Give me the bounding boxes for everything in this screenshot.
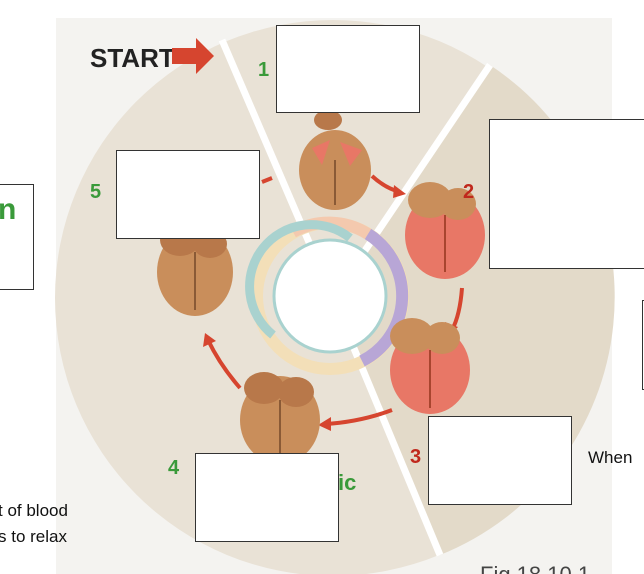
start-label: START [90, 43, 175, 73]
stage-number-3: 3 [410, 446, 421, 468]
cycle-arrowhead [203, 333, 216, 347]
left-partial-box: n [0, 184, 34, 290]
right-text-fragment: When [588, 448, 633, 467]
stage-number-4: 4 [168, 457, 180, 479]
start-arrow-icon [172, 38, 214, 74]
stage-number-2: 2 [463, 181, 474, 203]
right-partial-box [642, 300, 644, 390]
heart-illustration-stage-1 [299, 110, 371, 210]
heart-illustration-stage-4 [240, 372, 320, 464]
center-hole [272, 238, 388, 354]
center-ring-purple [359, 228, 409, 367]
cycle-arrow [261, 176, 273, 184]
answer-box-stage-1[interactable] [276, 25, 420, 113]
left-text-fragment-2: s to relax [0, 527, 67, 546]
cycle-arrow [206, 339, 242, 390]
cycle-arrow [324, 408, 393, 426]
cycle-arrowhead [393, 185, 406, 198]
answer-box-stage-5[interactable] [116, 150, 260, 239]
answer-box-stage-3[interactable] [428, 416, 572, 505]
heart-illustration-stage-2 [405, 182, 485, 279]
left-box-letter: n [0, 193, 17, 226]
stage-4-label-fragment: ic [338, 470, 356, 495]
center-ring-teal [245, 220, 353, 339]
stage-number-1: 1 [258, 59, 269, 81]
figure-caption: Fig 18.10.1 [480, 562, 590, 574]
answer-box-stage-2[interactable] [489, 119, 644, 269]
heart-illustration-stage-3 [390, 318, 470, 414]
cycle-arrowhead [318, 417, 331, 431]
answer-box-stage-4[interactable] [195, 453, 339, 542]
left-text-fragment-1: t of blood [0, 501, 68, 520]
stage-number-5: 5 [90, 181, 101, 203]
